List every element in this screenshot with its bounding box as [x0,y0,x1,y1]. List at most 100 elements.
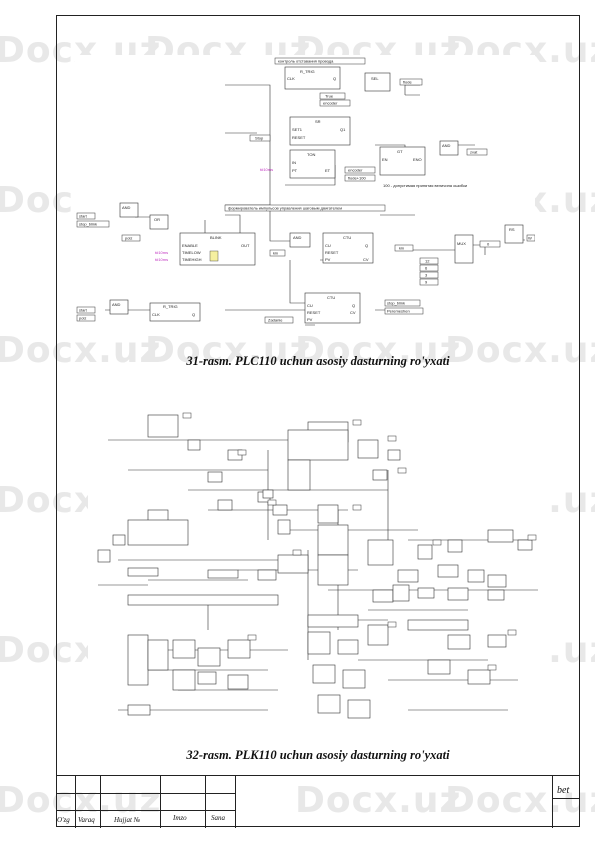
w-var [526,234,535,242]
gt-label: GT [397,149,403,154]
r-trig-block-2 [149,302,201,322]
sel-label: SEL [371,76,379,81]
note-1: контроль отставания провода [278,59,334,64]
flode-label: flode [403,80,412,85]
watermark: Docx.uz [295,330,462,371]
stop-blink-label-2: stop_blink [387,301,405,306]
watermark: Docx.uz [0,780,162,821]
pv-label-2: PV [307,317,313,322]
watermark: Docx.uz [445,780,595,821]
cu-label-2: CU [307,303,313,308]
stamp-col-2 [76,776,101,828]
encoder-var [319,99,351,107]
ctu-label-2: CTU [327,295,335,300]
flode100-label: flode+100 [348,176,366,181]
r-trig-label: R_TRIG [300,69,315,74]
pt-label: PT [292,168,298,173]
cu-label: CU [325,243,331,248]
rs-block [504,224,524,244]
zero-const [479,240,501,248]
title-block: O'zg Varaq Hujjat № Imzo Sana bet [56,775,580,828]
start-var-2 [76,306,96,314]
stamp-title-area [236,776,553,828]
timelow-label: TIMELOW [182,250,201,255]
ton-label: TON [307,152,315,157]
stamp-label-ozg: O'zg [57,816,70,824]
peremeshen-var [384,307,424,315]
mux-input-0 [419,257,439,265]
polz-var [121,234,141,242]
polz-label: polz [125,236,132,241]
stop-blink-var-2 [384,299,421,307]
stamp-col-1 [56,776,76,828]
cv-label: CV [363,257,369,262]
q1-label: Q1 [340,127,346,132]
zadanie-label: Zadanie [268,318,283,323]
encoder-label: encoder [323,101,338,106]
fbd-diagram-1: R_TRIG CLK Q контроль отставания провода… [76,57,535,326]
zadanie-var [264,316,294,324]
mux-val-2: 3 [425,273,428,278]
stamp-label-imzo: Imzo [173,814,187,822]
start-label: start [79,214,88,219]
and-label-3: AND [293,235,302,240]
q-label-2: Q [365,243,368,248]
true-var [319,92,346,100]
clk-label: CLK [287,76,295,81]
t10ms-const-3: t#10ms [155,257,168,262]
note-3: формирователь импульсов управления шагов… [228,206,342,211]
stop-blink-var [76,220,110,228]
zero-label: 0 [487,242,490,247]
and-label-4: AND [112,302,121,307]
or-label: OR [154,217,160,222]
rs-label: RS [509,227,515,232]
w-label: W [528,236,532,241]
mux-input-1 [419,264,439,272]
or-block [149,214,169,230]
stop-blink-label: stop_blink [79,222,97,227]
kin-label-2: kin [399,246,404,251]
note-box-3 [224,204,386,212]
ctu-label-1: CTU [343,235,351,240]
cv-label-2: CV [350,310,356,315]
flode-var [399,78,423,86]
number-tags [182,412,537,671]
ctu-block-1 [322,232,374,264]
mux-input-2 [419,271,439,279]
stamp-row-line-2 [56,810,236,811]
stamp-row-line-1 [56,793,236,794]
stamp-label-sana: Sana [211,814,225,822]
stop-label: Stop [255,136,264,141]
reset-label-2: RESET [325,250,339,255]
start-var [76,212,96,220]
note-box [274,57,366,65]
figure-plk110-diagram [88,410,548,735]
lamp-icon [209,250,219,262]
fbd-diagram-2 [97,412,538,719]
gt-block [379,146,426,176]
clk-label-2: CLK [152,312,160,317]
watermark: Docx.uz [445,330,595,371]
mux-val-0: 12 [425,259,430,264]
out-label: OUT [241,243,250,248]
kin-var [269,249,286,257]
sr-block [289,116,351,146]
and-label-1: AND [442,143,451,148]
q-label-4: Q [352,303,355,308]
zvat-label: zvat [470,150,478,155]
ctu-block-2 [304,292,361,324]
sr-label: SR [315,119,321,124]
t10ms-const-2: t#10ms [155,250,168,255]
ton-block [289,149,336,179]
stamp-col-5 [206,776,236,828]
and-block-1 [439,140,459,156]
and-label-2: AND [122,205,131,210]
watermark: Docx.uz [145,330,312,371]
and-block-3 [289,232,311,248]
note-2: 100 - допустимая принятая величина ошибк… [383,183,467,188]
start-label-2: start [79,308,88,313]
block-cluster [97,414,533,719]
stamp-col-4 [161,776,206,828]
encoder-label-2: encoder [348,168,363,173]
blink-label: BLINK [210,235,222,240]
